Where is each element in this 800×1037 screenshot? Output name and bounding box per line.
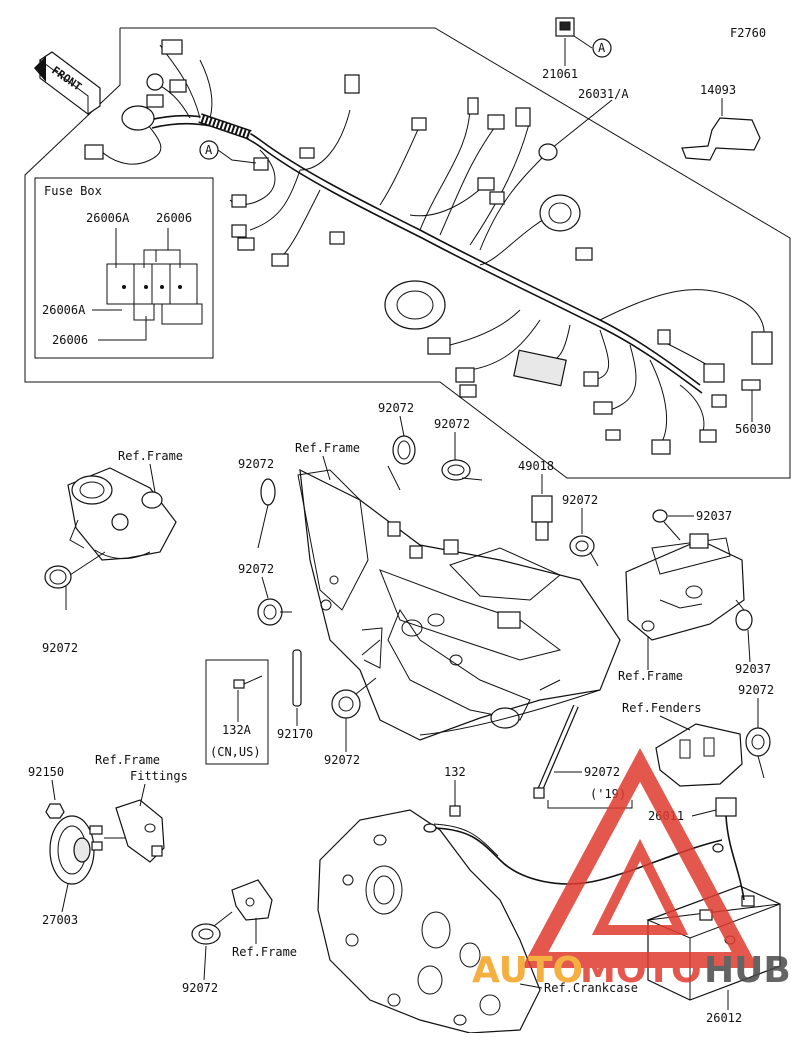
- tag-56030-icon: [741, 379, 761, 391]
- callout-92072-i[interactable]: 92072: [584, 765, 620, 779]
- band-clip-icon: [44, 565, 72, 610]
- callout-132a-note: (CN,US): [210, 745, 261, 759]
- callout-132a[interactable]: 132A: [222, 723, 252, 737]
- horn-27003-icon: [49, 815, 103, 885]
- diagram-code: F2760: [730, 26, 766, 40]
- fender-bracket: [655, 723, 743, 787]
- long-strap-icon: [533, 704, 579, 799]
- callout-92072-h[interactable]: 92072: [738, 683, 774, 697]
- callout-56030[interactable]: 56030: [735, 422, 771, 436]
- marker-a-top: [592, 38, 612, 58]
- band-clip-8: [745, 727, 771, 779]
- harness-panel-border: [24, 27, 791, 479]
- callout-21061[interactable]: 21061: [542, 67, 578, 81]
- small-bracket: [231, 879, 273, 921]
- relay-49018-icon: [531, 495, 553, 541]
- callout-26031a[interactable]: 26031/A: [578, 87, 629, 101]
- band-clip-5: [257, 598, 292, 626]
- right-bracket: [625, 533, 745, 641]
- band-clip-3: [441, 459, 483, 481]
- band-clip-7: [569, 535, 599, 567]
- ref-frame-top-left[interactable]: Ref.Frame: [118, 449, 183, 463]
- callout-26006a-left[interactable]: 26006A: [42, 303, 86, 317]
- watermark-hub: HUB: [704, 950, 791, 991]
- ref-frame-fittings-2[interactable]: Fittings: [130, 769, 188, 783]
- wiring-harness: [84, 39, 773, 455]
- callout-92072-b[interactable]: 92072: [378, 401, 414, 415]
- nut-92150-icon: [45, 803, 65, 819]
- callout-92072-f[interactable]: 92072: [324, 753, 360, 767]
- band-clip-4: [257, 478, 276, 549]
- band-clip-9: [191, 911, 233, 945]
- callout-92150[interactable]: 92150: [28, 765, 64, 779]
- frame-assembly: [297, 468, 621, 741]
- bolt-132a-icon: [233, 675, 263, 689]
- callout-27003[interactable]: 27003: [42, 913, 78, 927]
- strap-92170-icon: [292, 649, 302, 707]
- watermark-triangle-icon: [521, 748, 759, 968]
- bracket-14093-icon: [681, 117, 761, 161]
- watermark-auto: AUTO: [472, 950, 583, 991]
- ref-frame-center[interactable]: Ref.Frame: [295, 441, 360, 455]
- callout-92170[interactable]: 92170: [277, 727, 313, 741]
- relay-canister-icon: [384, 280, 446, 330]
- ref-fenders[interactable]: Ref.Fenders: [622, 701, 701, 715]
- callout-14093[interactable]: 14093: [700, 83, 736, 97]
- callout-26006-top[interactable]: 26006: [156, 211, 192, 225]
- fuse-box-panel: [34, 177, 214, 359]
- callout-92072-left[interactable]: 92072: [42, 641, 78, 655]
- callout-49018[interactable]: 49018: [518, 459, 554, 473]
- bolt-132-icon: [449, 790, 461, 817]
- ecu-connector-icon: [513, 349, 567, 387]
- callout-92072-g[interactable]: 92072: [562, 493, 598, 507]
- clip-92037-top-icon: [652, 509, 681, 541]
- ref-frame-fittings-1[interactable]: Ref.Frame: [95, 753, 160, 767]
- callout-92072-e[interactable]: 92072: [238, 562, 274, 576]
- battery-26012-icon: [646, 885, 781, 1001]
- horn-bracket-icon: [115, 799, 165, 863]
- ref-crankcase[interactable]: Ref.Crankcase: [544, 981, 638, 995]
- ignition-switch-bracket: [67, 467, 177, 561]
- crankcase: [317, 809, 541, 1034]
- fuse-block: [106, 263, 203, 325]
- callout-26006a-top[interactable]: 26006A: [86, 211, 130, 225]
- clip-92037-bottom-icon: [735, 599, 753, 631]
- callout-92072-c[interactable]: 92072: [434, 417, 470, 431]
- marker-a-panel-label: A: [205, 143, 213, 157]
- band-clip-6: [331, 677, 377, 719]
- ref-frame-right[interactable]: Ref.Frame: [618, 669, 683, 683]
- callout-92037-top[interactable]: 92037: [696, 509, 732, 523]
- front-arrow-icon: FRONT: [34, 51, 101, 115]
- horn-relay-icon: [539, 194, 581, 232]
- callout-26006-bottom[interactable]: 26006: [52, 333, 88, 347]
- connector-21061-icon: [555, 17, 575, 37]
- band-clip-2: [387, 435, 416, 491]
- fuse-box-title: Fuse Box: [44, 184, 102, 198]
- callout-92072-j[interactable]: 92072: [182, 981, 218, 995]
- callout-92037-bottom[interactable]: 92037: [735, 662, 771, 676]
- ground-cable: [423, 823, 723, 885]
- watermark-logo: AUTO MOTO HUB: [472, 748, 791, 991]
- callout-92072-d[interactable]: 92072: [238, 457, 274, 471]
- marker-a-top-label: A: [598, 41, 606, 55]
- watermark-moto: MOTO: [580, 950, 702, 991]
- cable-26011-icon: [712, 797, 745, 901]
- callout-132[interactable]: 132: [444, 765, 466, 779]
- ref-frame-bottom[interactable]: Ref.Frame: [232, 945, 297, 959]
- callout-26012[interactable]: 26012: [706, 1011, 742, 1025]
